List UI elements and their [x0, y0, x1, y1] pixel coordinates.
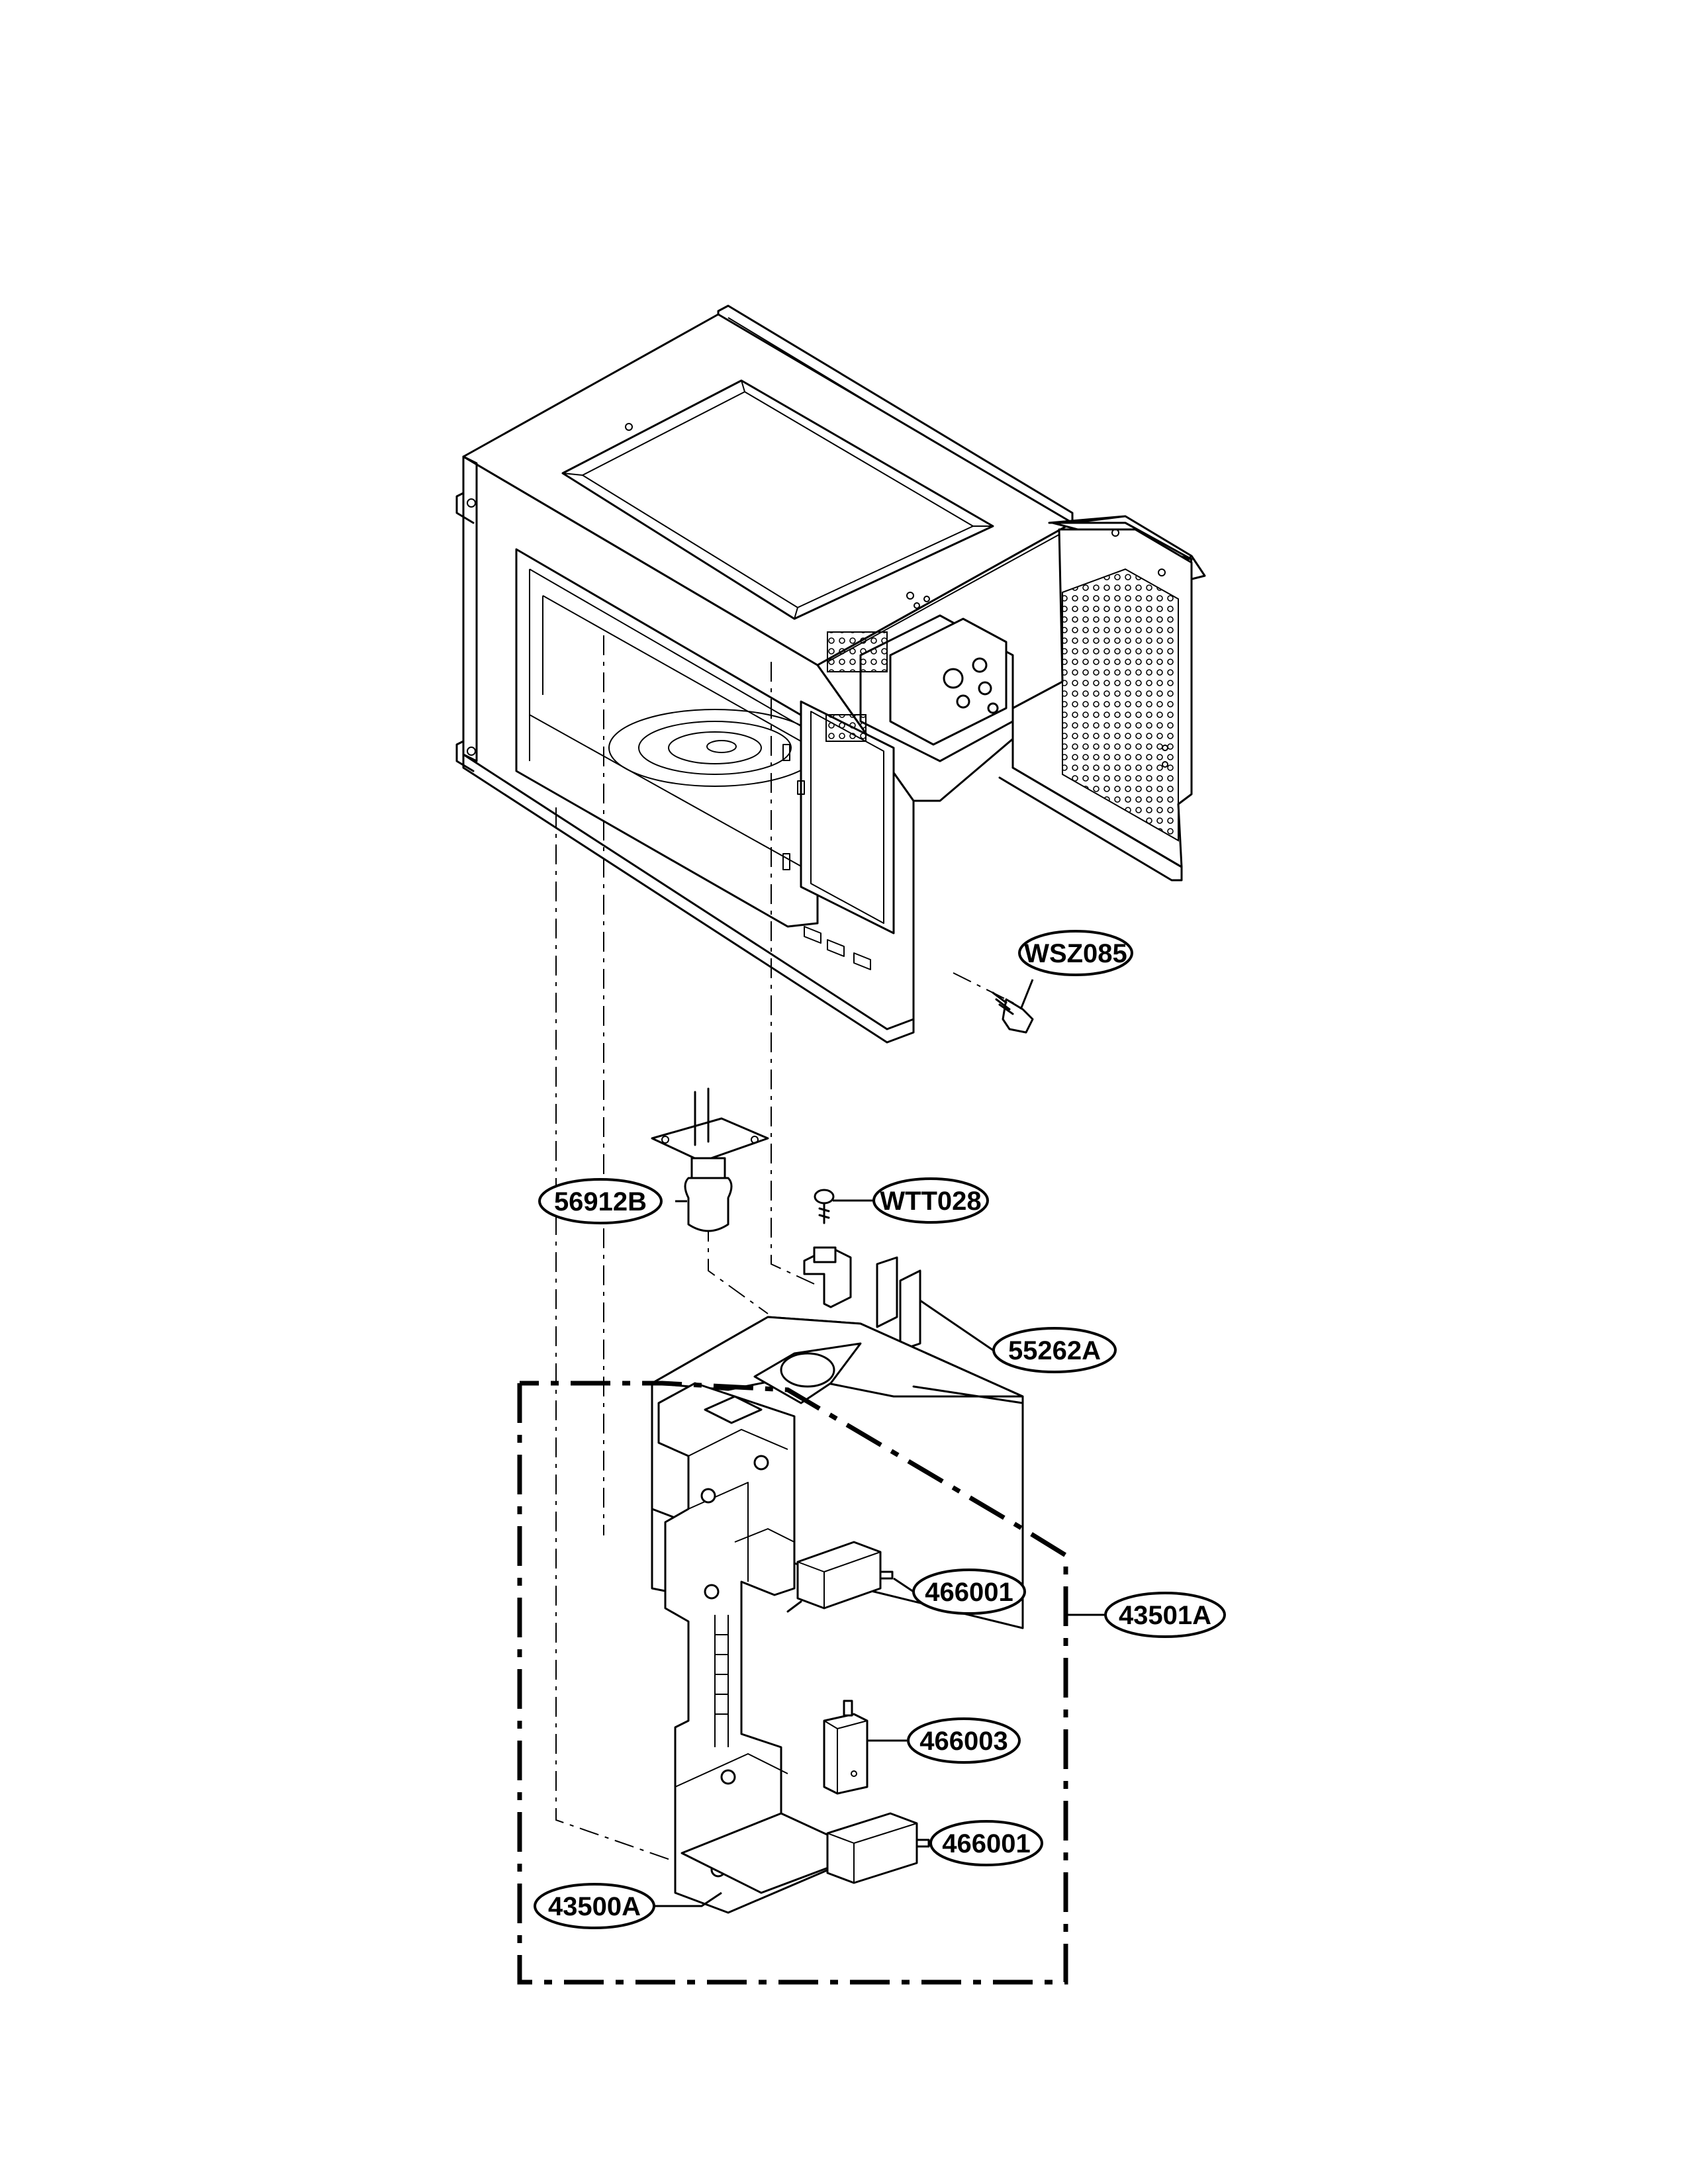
- label-43500a: 43500A: [534, 1883, 655, 1929]
- label-466001-bottom: 466001: [929, 1820, 1043, 1866]
- label-wtt028-text: WTT028: [880, 1187, 981, 1216]
- label-43500a-text: 43500A: [548, 1892, 641, 1921]
- magnetron-mount: [827, 614, 1014, 762]
- assembly-boundary-43501a: [517, 1381, 1068, 1985]
- label-466001-top: 466001: [912, 1569, 1026, 1615]
- label-466001-top-text: 466001: [925, 1578, 1013, 1607]
- label-466003-text: 466003: [919, 1727, 1008, 1756]
- label-55262a-text: 55262A: [1008, 1336, 1101, 1365]
- label-466001-bottom-text: 466001: [942, 1829, 1030, 1858]
- label-43501a-text: 43501A: [1119, 1601, 1211, 1630]
- bracket-55262a: [651, 1246, 1024, 1629]
- screw-wsz085: [992, 991, 1034, 1034]
- switch-holder-43500a: [657, 1382, 868, 1914]
- switch-466003: [823, 1700, 868, 1795]
- label-wsz085: WSZ085: [1018, 930, 1133, 976]
- rear-mesh-panel: [998, 515, 1206, 882]
- switch-466001-bottom: [826, 1812, 930, 1884]
- label-wtt028: WTT028: [872, 1177, 989, 1224]
- screw-wtt028: [814, 1189, 835, 1224]
- lamp-56912b: [651, 1087, 769, 1232]
- label-56912b: 56912B: [538, 1178, 663, 1224]
- oven-cavity-assembly: [455, 304, 1206, 1044]
- label-56912b-text: 56912B: [554, 1187, 647, 1216]
- label-wsz085-text: WSZ085: [1024, 939, 1127, 968]
- switch-466001-top: [786, 1541, 894, 1613]
- leader-lines: [652, 979, 1105, 1907]
- label-55262a: 55262A: [992, 1327, 1117, 1373]
- label-466003: 466003: [907, 1717, 1021, 1764]
- label-43501a: 43501A: [1104, 1592, 1226, 1638]
